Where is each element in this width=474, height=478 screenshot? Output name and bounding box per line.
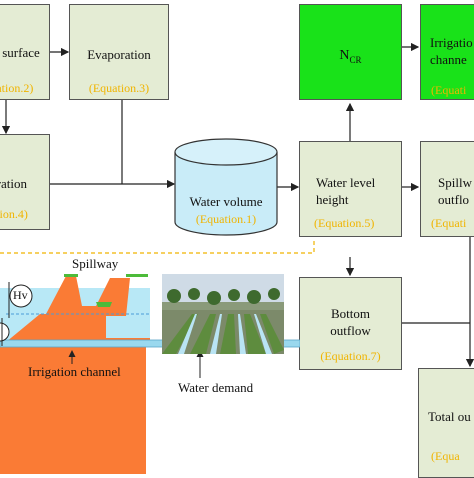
- ncr-box: NCR: [299, 4, 402, 100]
- water-level-line2: height: [316, 192, 402, 207]
- water-level-box: Water level height (Equation.5): [299, 141, 402, 237]
- irrigation-channel-label: Irrigation channel: [28, 364, 121, 380]
- ncr-symbol: N: [339, 48, 349, 63]
- evaporation-equation: (Equation.3): [70, 81, 168, 96]
- water-volume-tank: Water volume (Equation.1): [174, 138, 278, 238]
- evaporation-title: Evaporation: [70, 47, 168, 62]
- spillway-line1: Spillw: [438, 175, 474, 190]
- spillway-line2: outflo: [438, 192, 474, 207]
- surface-title: surface: [0, 45, 46, 60]
- bottom-outflow-line1: Bottom: [300, 306, 401, 321]
- water-volume-equation: (Equation.1): [174, 212, 278, 227]
- spillway-equation: (Equati: [431, 216, 474, 231]
- spillway-label: Spillway: [72, 256, 118, 272]
- total-outflow-box: Total ou (Equa: [418, 368, 474, 478]
- total-outflow-title: Total ou: [428, 409, 474, 424]
- bottom-outflow-box: Bottom outflow (Equation.7): [299, 277, 402, 370]
- irrigation-equation: (Equati: [431, 83, 474, 98]
- irrigation-channel-box: Irrigatio channe (Equati: [420, 4, 474, 100]
- irrigation-line2: channe: [430, 52, 474, 67]
- water-level-line1: Water level: [316, 175, 402, 190]
- water-volume-title: Water volume: [174, 194, 278, 209]
- infiltration-box: iration tion.4): [0, 134, 50, 230]
- ncr-title: NCR: [300, 48, 401, 68]
- spillway-crest: [96, 302, 112, 307]
- infiltration-title: iration: [0, 176, 35, 191]
- infiltration-equation: tion.4): [0, 207, 37, 222]
- surface-box: surface (Equation.2): [0, 4, 50, 100]
- total-outflow-equation: (Equa: [431, 449, 474, 464]
- surface-equation: (Equation.2): [0, 81, 23, 96]
- ncr-subscript: CR: [350, 55, 362, 65]
- bottom-outflow-line2: outflow: [300, 323, 401, 338]
- water-level-equation: (Equation.5): [314, 216, 402, 231]
- spillway-outflow-box: Spillw outflo (Equati: [420, 141, 474, 237]
- irrigation-line1: Irrigatio: [430, 35, 474, 50]
- evaporation-box: Evaporation (Equation.3): [69, 4, 169, 100]
- hv-label: Hv: [13, 288, 28, 303]
- crop-field-photo: [162, 274, 284, 354]
- water-demand-label: Water demand: [178, 380, 253, 396]
- bottom-outflow-equation: (Equation.7): [300, 349, 401, 364]
